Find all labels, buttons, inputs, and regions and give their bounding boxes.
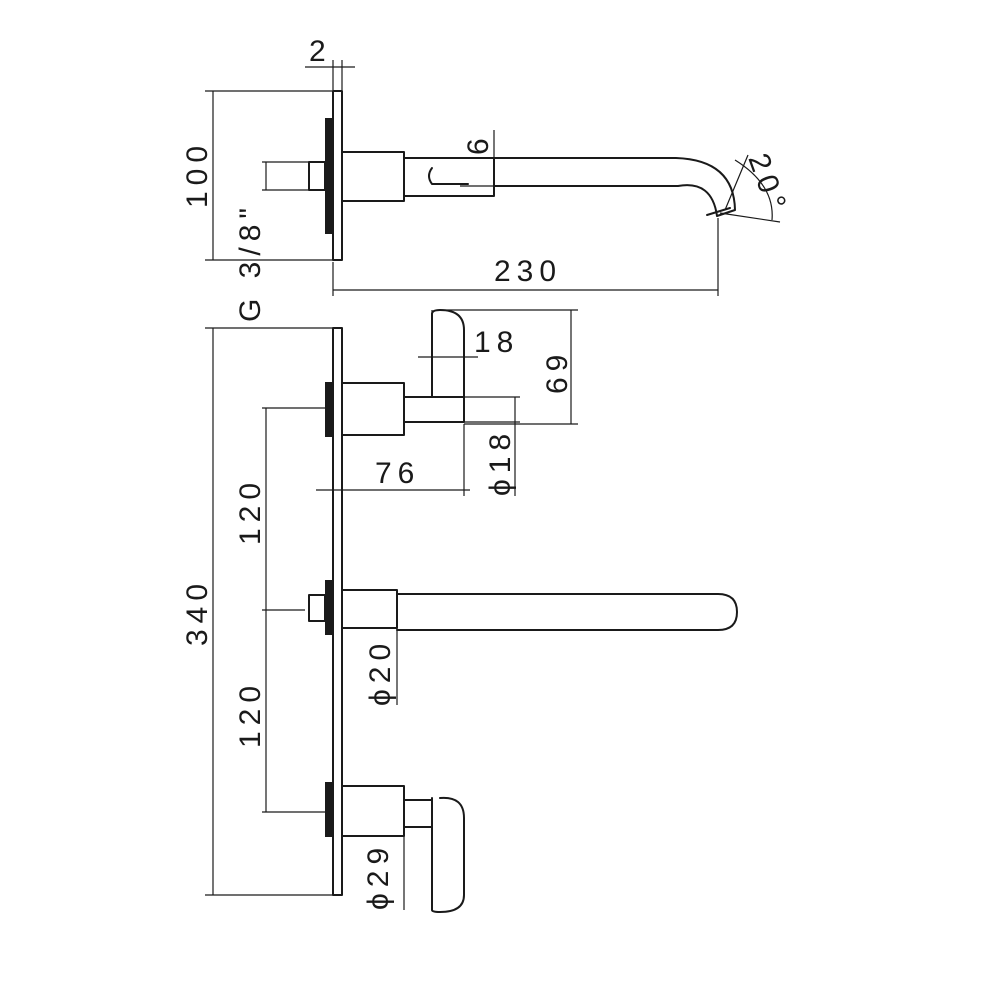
top-collar [403,157,495,197]
front-dimensions: 18 69 ϕ18 76 340 120 120 ϕ20 ϕ [181,309,578,910]
upper-handle-lever [431,309,465,398]
spout-body [341,589,398,629]
spout-flange [325,580,333,635]
dim-wall-plate-thickness: 2 [309,35,332,68]
dim-top-height: 100 [181,140,214,208]
angle-arc [734,159,773,221]
top-spout [493,157,736,217]
top-spout-tip [706,207,731,216]
dim-handle-projection: 76 [375,457,420,490]
dim-handle-diameter: ϕ18 [484,428,517,496]
dim-handle-width: 18 [474,326,519,359]
top-flange [325,118,333,234]
front-wall-plate [332,327,343,896]
top-wall-plate [332,90,343,261]
dim-spout-projection: 230 [494,255,562,288]
lower-lever [431,796,465,913]
upper-stem [403,396,465,423]
top-view [308,90,736,261]
dim-plate-height: 340 [181,578,214,646]
dim-spout-angle: 20° [741,149,794,220]
upper-body [341,382,405,436]
dim-spacing-upper: 120 [234,477,267,545]
dim-lever-diameter: ϕ29 [362,842,395,910]
dim-handle-height: 69 [541,349,574,394]
dim-spacing-lower: 120 [234,680,267,748]
front-view [308,309,738,913]
lower-body [341,785,405,837]
spout-arm [396,593,738,631]
dim-thread-size: G 3/8" [234,202,267,322]
lower-flange [325,782,333,837]
dim-spout-wall: 6 [462,132,495,155]
top-connector [308,161,326,191]
top-dimensions: 2 100 G 3/8" 6 20° 230 [181,35,794,322]
top-body [341,151,405,202]
spout-connector [308,594,326,622]
upper-flange [325,382,333,437]
lower-stem [403,799,433,828]
top-slot [428,167,469,185]
dim-spout-diameter: ϕ20 [364,638,397,706]
